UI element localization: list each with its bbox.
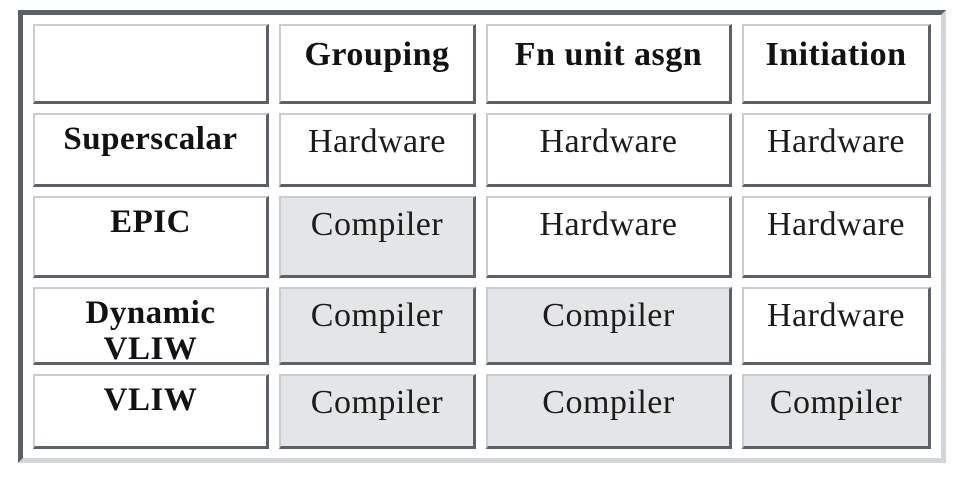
value-cell-superscalar-fn-unit-asgn: Hardware xyxy=(486,113,732,187)
column-header-fn-unit-asgn: Fn unit asgn xyxy=(486,24,732,104)
value-cell-dynamic-vliw-grouping: Compiler xyxy=(279,287,476,365)
value-cell-vliw-fn-unit-asgn: Compiler xyxy=(486,374,732,449)
row-label-dynamic-vliw: Dynamic VLIW xyxy=(33,287,269,365)
value-cell-epic-initiation: Hardware xyxy=(742,196,931,278)
row-label-superscalar: Superscalar xyxy=(33,113,269,187)
value-cell-epic-fn-unit-asgn: Hardware xyxy=(486,196,732,278)
row-label-vliw: VLIW xyxy=(33,374,269,449)
column-header-grouping: Grouping xyxy=(279,24,476,104)
value-cell-dynamic-vliw-initiation: Hardware xyxy=(742,287,931,365)
value-cell-superscalar-initiation: Hardware xyxy=(742,113,931,187)
value-cell-vliw-grouping: Compiler xyxy=(279,374,476,449)
column-header-initiation: Initiation xyxy=(742,24,931,104)
value-cell-superscalar-grouping: Hardware xyxy=(279,113,476,187)
value-cell-dynamic-vliw-fn-unit-asgn: Compiler xyxy=(486,287,732,365)
corner-cell xyxy=(33,24,269,104)
row-label-epic: EPIC xyxy=(33,196,269,278)
value-cell-epic-grouping: Compiler xyxy=(279,196,476,278)
value-cell-vliw-initiation: Compiler xyxy=(742,374,931,449)
